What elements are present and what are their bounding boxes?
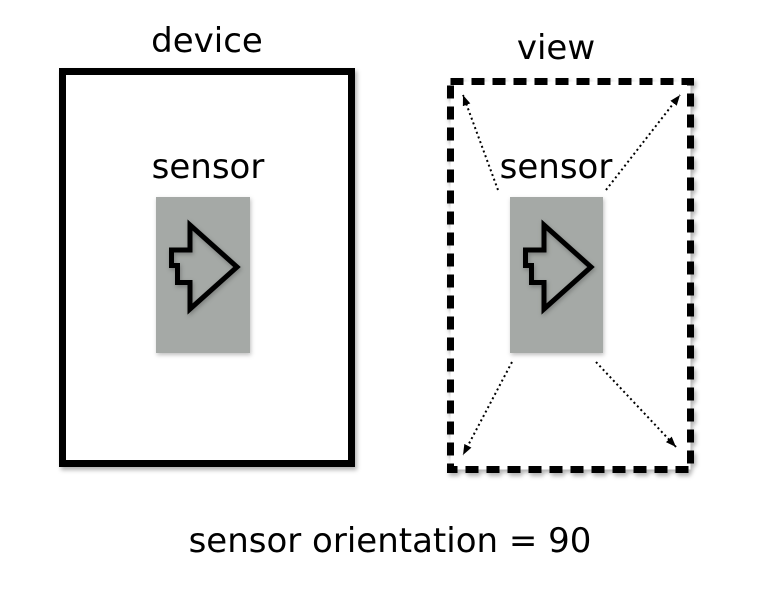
view-sensor-rect [510,197,603,353]
view-sensor-label: sensor [499,147,613,187]
view-box-title: view [516,28,596,68]
block-arrow-right-icon [523,219,595,315]
fov-arrow-top-left-icon [462,94,499,191]
caption: sensor orientation = 90 [188,521,592,561]
fov-arrow-top-right-icon [605,94,681,191]
device-box-title: device [151,21,263,61]
block-arrow-right-icon [169,219,241,315]
device-sensor-rect [156,197,250,353]
device-sensor-label: sensor [151,147,265,187]
